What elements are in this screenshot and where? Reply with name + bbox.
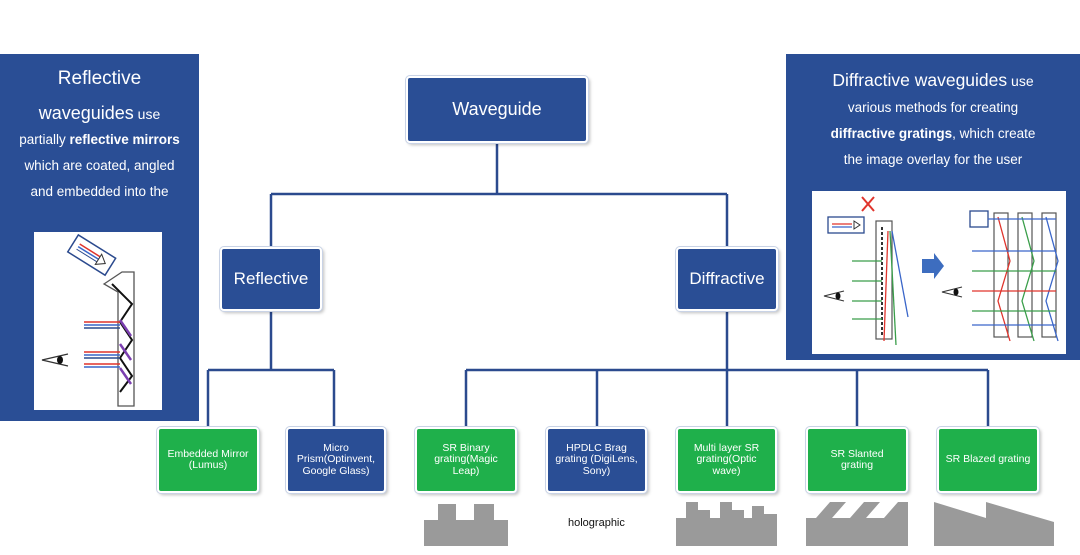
diffractive-waveguide-illustration: [812, 191, 1066, 354]
reflective-panel-line3: partially reflective mirrors: [0, 127, 199, 153]
eye-icon: [823, 290, 845, 302]
diffractive-panel-text: the image overlay for the user: [843, 152, 1023, 167]
diffractive-panel-line4: the image overlay for the user: [786, 147, 1080, 173]
diffractive-panel-text: , which create: [952, 126, 1036, 141]
reflective-panel-bold-term: reflective mirrors: [69, 132, 180, 147]
node-diffractive-label: Diffractive: [689, 269, 765, 288]
diffractive-panel-bold-term: diffractive gratings: [830, 126, 953, 141]
diffractive-panel-line3: diffractive gratings, which create: [786, 121, 1080, 147]
reflective-panel-text: partially: [19, 132, 70, 147]
node-hpdlc-brag-grating: HPDLC Brag grating (DigiLens, Sony): [546, 427, 647, 493]
reflective-panel-line5: and embedded into the: [0, 179, 199, 205]
node-sr-binary-grating: SR Binary grating(Magic Leap): [415, 427, 517, 493]
node-sr-slanted-grating: SR Slanted grating: [806, 427, 908, 493]
reflective-waveguide-illustration: [34, 232, 162, 410]
diffractive-panel-text: use: [1007, 73, 1034, 89]
holographic-label: holographic: [568, 517, 625, 529]
node-sr-binary-grating-label: SR Binary grating(Magic Leap): [434, 441, 498, 477]
binary-grating-profile: [424, 504, 508, 546]
node-micro-prism: Micro Prism(Optinvent, Google Glass): [286, 427, 386, 493]
reflective-panel-text: which are coated, angled: [24, 158, 175, 173]
node-multi-layer-sr-grating: Multi layer SR grating(Optic wave): [676, 427, 777, 493]
node-multi-layer-sr-grating-label: Multi layer SR grating(Optic wave): [693, 441, 760, 477]
multi-layer-grating-profile: [676, 502, 777, 546]
node-embedded-mirror-label: Embedded Mirror (Lumus): [167, 447, 249, 471]
node-reflective: Reflective: [220, 247, 322, 311]
diffractive-panel-line1: Diffractive waveguides use: [786, 67, 1080, 95]
node-reflective-label: Reflective: [233, 269, 309, 288]
reflective-panel-line2: waveguides use: [0, 100, 199, 127]
diffractive-info-panel: Diffractive waveguides use various metho…: [786, 54, 1080, 360]
reflective-panel-line1: Reflective: [0, 66, 199, 92]
diffractive-panel-bold-term: Diffractive waveguides: [832, 70, 1008, 90]
diffractive-panel-line2: various methods for creating: [786, 95, 1080, 121]
reflective-info-panel: Reflective waveguides use partially refl…: [0, 54, 199, 421]
projector-icon: [969, 210, 989, 228]
node-sr-blazed-grating: SR Blazed grating: [937, 427, 1039, 493]
node-diffractive: Diffractive: [676, 247, 778, 311]
reflective-panel-title: Reflective: [57, 68, 142, 89]
slanted-grating-profile: [806, 502, 908, 546]
node-hpdlc-brag-grating-label: HPDLC Brag grating (DigiLens, Sony): [555, 441, 638, 477]
node-sr-blazed-grating-label: SR Blazed grating: [945, 453, 1031, 466]
node-waveguide: Waveguide: [406, 76, 588, 143]
reflective-panel-text: and embedded into the: [30, 184, 169, 199]
cross-icon: [861, 196, 875, 212]
node-waveguide-label: Waveguide: [452, 99, 542, 119]
arrow-right-icon: [922, 253, 944, 279]
node-micro-prism-label: Micro Prism(Optinvent, Google Glass): [296, 441, 376, 477]
diffractive-panel-text: various methods for creating: [847, 100, 1019, 115]
eye-icon: [941, 286, 963, 298]
node-sr-slanted-grating-label: SR Slanted grating: [830, 447, 884, 471]
blazed-grating-profile: [934, 502, 1054, 546]
node-embedded-mirror: Embedded Mirror (Lumus): [157, 427, 259, 493]
reflective-panel-text: use: [133, 106, 161, 122]
reflective-panel-line4: which are coated, angled: [0, 153, 199, 179]
projector-icon: [66, 233, 117, 277]
projector-icon: [827, 216, 865, 234]
reflective-panel-bold-term: waveguides: [38, 103, 134, 123]
eye-icon: [41, 353, 69, 367]
